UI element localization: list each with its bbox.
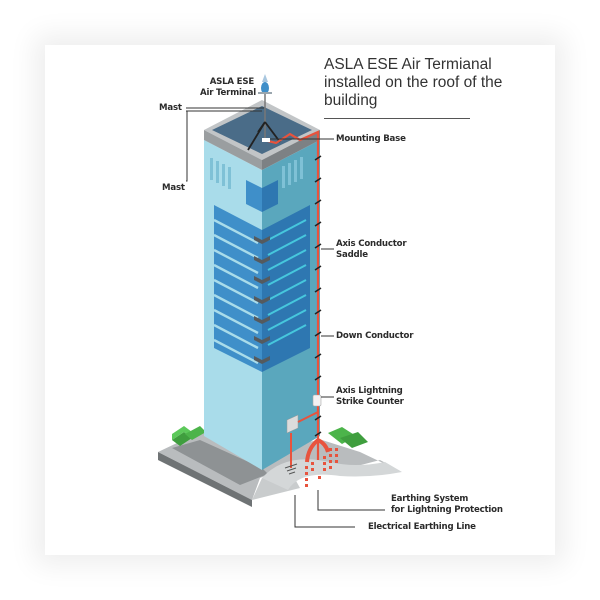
down-conductor [262,130,320,460]
bushes [172,426,368,448]
label-mast-top: Mast [159,103,182,113]
diagram-title: ASLA ESE Air Termianal installed on the … [324,56,503,109]
title-underline [324,118,470,119]
label-mounting-base: Mounting Base [336,134,406,144]
strike-counter [312,394,322,407]
label-axis-conductor-saddle: Axis Conductor Saddle [336,239,407,260]
label-down-conductor: Down Conductor [336,331,414,341]
roof [204,100,320,170]
floor-bands-right [267,219,307,346]
label-air-terminal: ASLA ESE Air Terminal [200,77,256,98]
earthing-system [305,438,338,487]
electrical-earthing [284,411,319,475]
vents [210,157,303,189]
label-mast-bottom: Mast [162,183,185,193]
label-strike-counter: Axis Lightning Strike Counter [336,386,404,407]
label-electrical-earthing-line: Electrical Earthing Line [368,522,476,532]
floor-bands-left [213,218,259,365]
label-earthing-system: Earthing System for Lightning Protection [391,494,503,515]
conductor-saddles [314,155,322,437]
corner-brackets [254,236,270,364]
leader-lines [186,107,385,528]
